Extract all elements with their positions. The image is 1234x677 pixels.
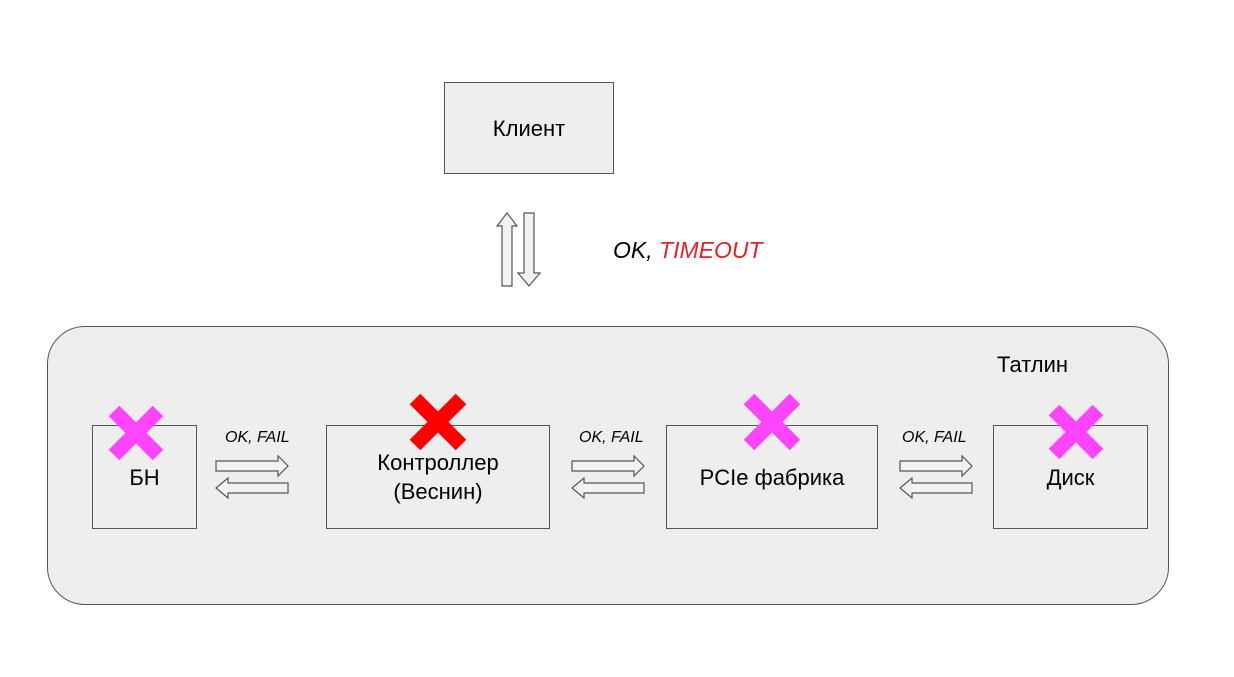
cross-icon xyxy=(108,405,164,461)
failure-marker-disk xyxy=(1048,404,1104,460)
arrow-left-icon xyxy=(899,476,973,500)
controller-node: Контроллер (Веснин) xyxy=(326,425,550,529)
failure-marker-bn xyxy=(108,405,164,461)
edge-label-pcie-disk: OK, FAIL xyxy=(902,429,967,446)
cross-icon xyxy=(743,393,801,451)
client-label: Клиент xyxy=(492,115,566,141)
edge-label-controller-pcie: OK, FAIL xyxy=(579,429,644,446)
link-pcie-disk xyxy=(899,454,973,500)
ok-status: OK, xyxy=(613,237,653,263)
arrow-left-icon xyxy=(571,476,645,500)
arrow-left-icon xyxy=(215,476,289,500)
pcie-label: PCIe фабрика xyxy=(699,464,845,490)
client-link-label: OK, TIMEOUT xyxy=(613,237,763,264)
timeout-status: TIMEOUT xyxy=(659,237,763,263)
bn-label: БН xyxy=(129,464,160,490)
arrow-right-icon xyxy=(899,454,973,478)
client-link-arrows xyxy=(495,212,542,287)
tatlin-label: Татлин xyxy=(997,352,1069,377)
link-controller-pcie xyxy=(571,454,645,500)
arrow-up-icon xyxy=(495,212,519,287)
arrow-right-icon xyxy=(571,454,645,478)
cross-icon xyxy=(409,393,467,451)
controller-label-line1: Контроллер xyxy=(377,450,499,475)
arrow-right-icon xyxy=(215,454,289,478)
cross-icon xyxy=(1048,404,1104,460)
controller-label-line2: (Веснин) xyxy=(393,479,483,504)
arrow-down-icon xyxy=(516,212,542,287)
disk-label: Диск xyxy=(1046,464,1095,490)
failure-marker-pcie xyxy=(743,393,801,451)
client-node: Клиент xyxy=(444,82,614,174)
pcie-node: PCIe фабрика xyxy=(666,425,878,529)
link-bn-controller xyxy=(215,454,289,500)
failure-marker-controller xyxy=(409,393,467,451)
edge-label-bn-controller: OK, FAIL xyxy=(225,429,290,446)
